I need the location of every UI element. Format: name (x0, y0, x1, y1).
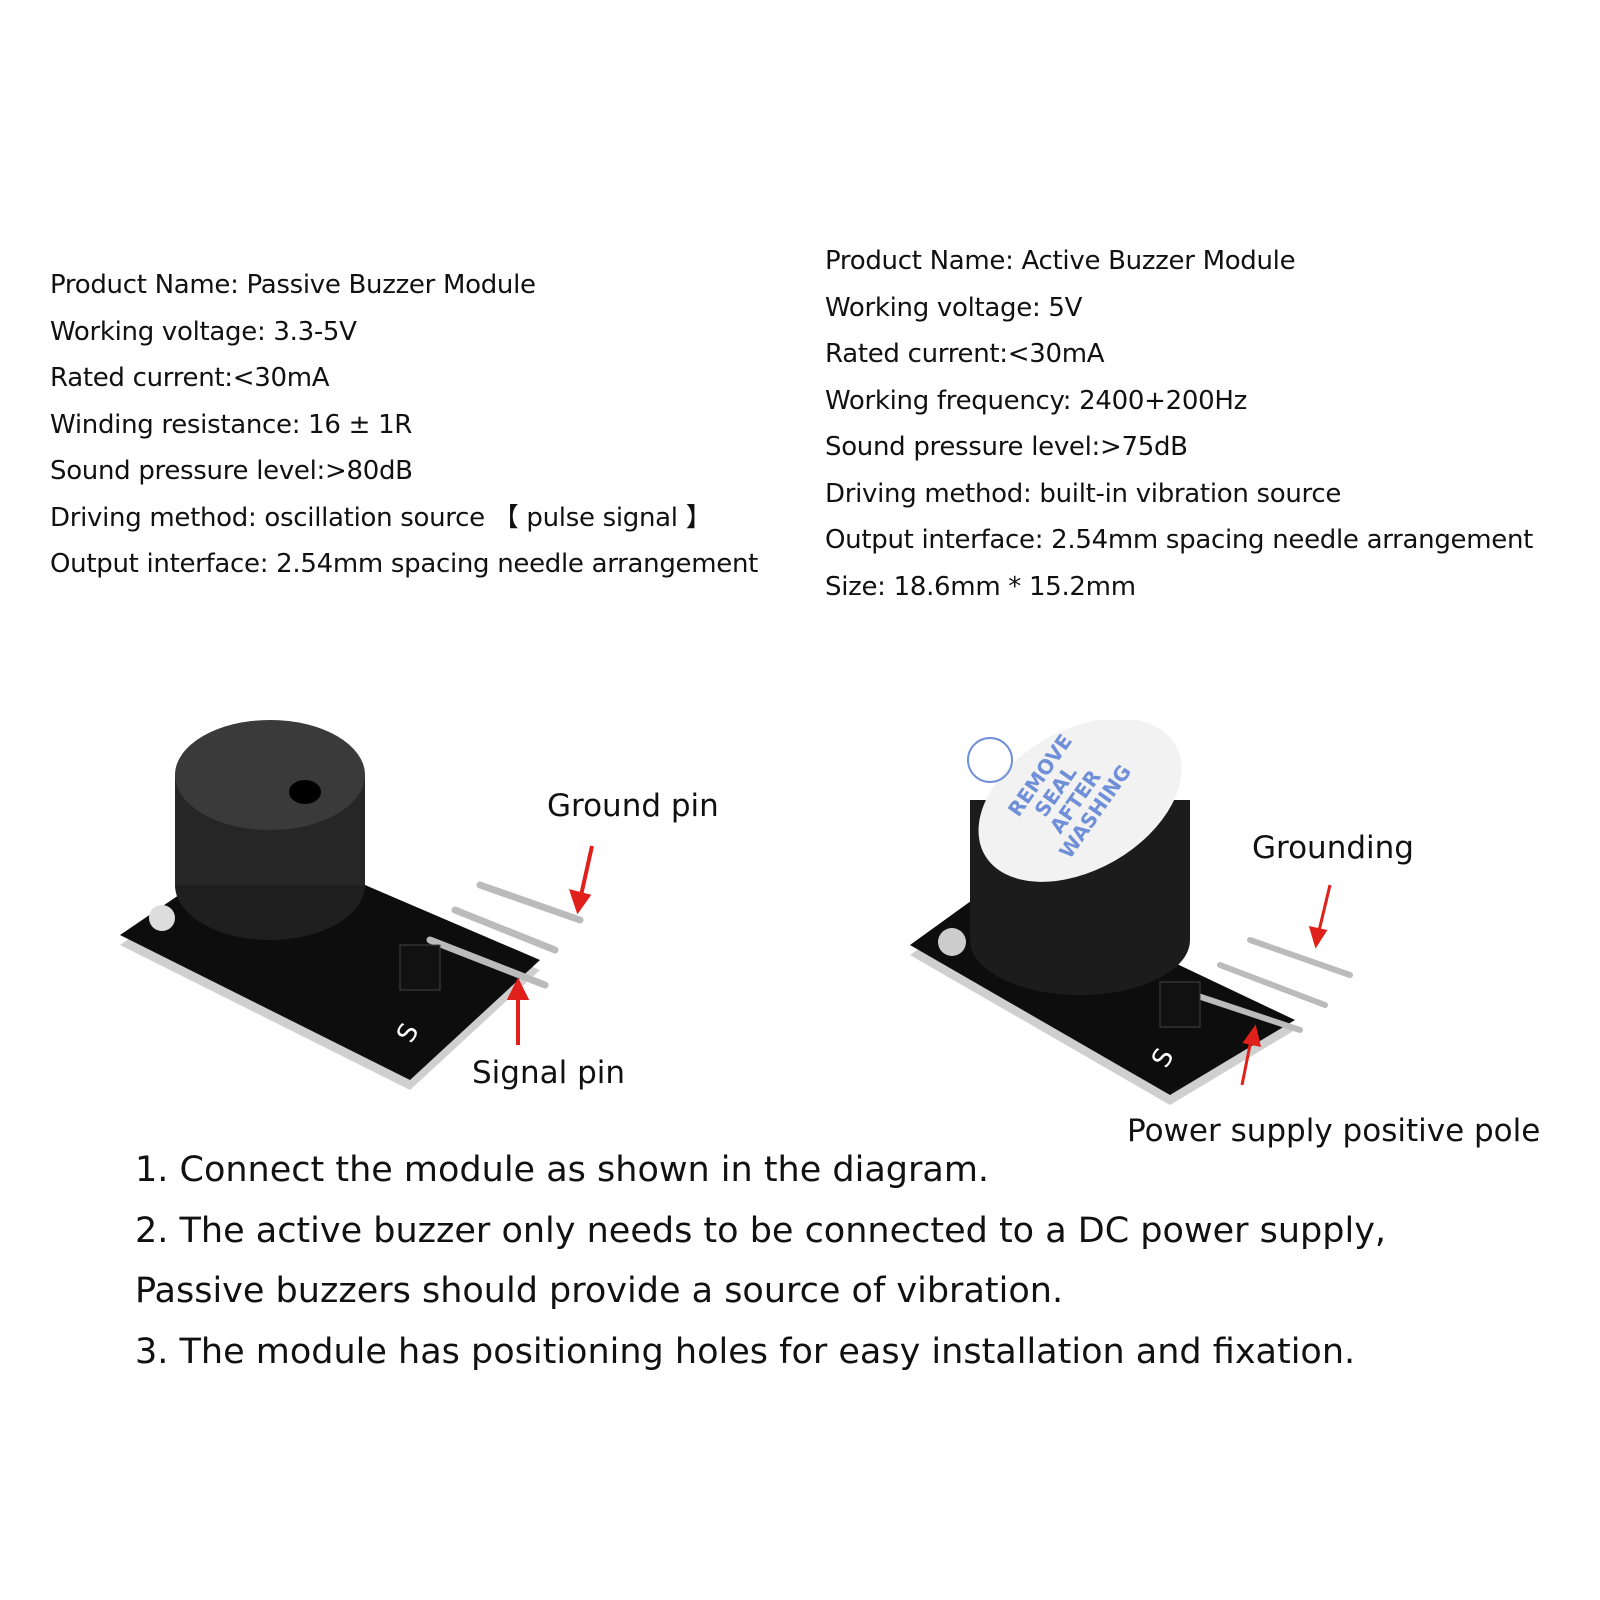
spec-line: Output interface: 2.54mm spacing needle … (825, 525, 1534, 555)
pin-header (426, 881, 584, 989)
passive-specs: Product Name: Passive Buzzer Module Work… (50, 262, 758, 588)
ground-pin-label: Ground pin (547, 788, 719, 824)
grounding-label: Grounding (1252, 830, 1414, 866)
passive-buzzer-image: S (120, 720, 594, 1090)
spec-line: Driving method: built-in vibration sourc… (825, 478, 1342, 509)
signal-pin-label: Signal pin (472, 1055, 626, 1091)
spec-line: Sound pressure level:>80dB (50, 456, 413, 486)
pin-header (1192, 937, 1353, 1033)
spec-line: Rated current:<30mA (50, 363, 330, 393)
spec-line: Rated current:<30mA (825, 339, 1105, 369)
spec-line: Working frequency: 2400+200Hz (825, 385, 1247, 416)
spec-line: Size: 18.6mm * 15.2mm (825, 571, 1136, 602)
spec-line: Sound pressure level:>75dB (825, 432, 1188, 462)
arrow-icon (506, 845, 594, 1045)
note-line: 3. The module has positioning holes for … (135, 1331, 1356, 1372)
spec-line: Working voltage: 3.3-5V (50, 316, 357, 347)
arrow-icon (1240, 884, 1332, 1086)
active-buzzer-image: REMOVE SEAL AFTER WASHING S (910, 720, 1353, 1105)
spec-line: Product Name: Active Buzzer Module (825, 246, 1296, 276)
spec-line: Driving method: oscillation source 【 pul… (50, 502, 712, 533)
active-specs: Product Name: Active Buzzer Module Worki… (825, 238, 1533, 610)
spec-line: Winding resistance: 16 ± 1R (50, 409, 413, 440)
power-positive-label: Power supply positive pole (1127, 1113, 1541, 1149)
spec-line: Working voltage: 5V (825, 292, 1083, 323)
spec-line: Output interface: 2.54mm spacing needle … (50, 549, 759, 579)
spec-line: Product Name: Passive Buzzer Module (50, 270, 536, 300)
usage-notes: 1. Connect the module as shown in the di… (135, 1140, 1386, 1382)
note-line: Passive buzzers should provide a source … (135, 1271, 1064, 1311)
note-line: 1. Connect the module as shown in the di… (135, 1150, 990, 1190)
note-line: 2. The active buzzer only needs to be co… (135, 1210, 1387, 1251)
